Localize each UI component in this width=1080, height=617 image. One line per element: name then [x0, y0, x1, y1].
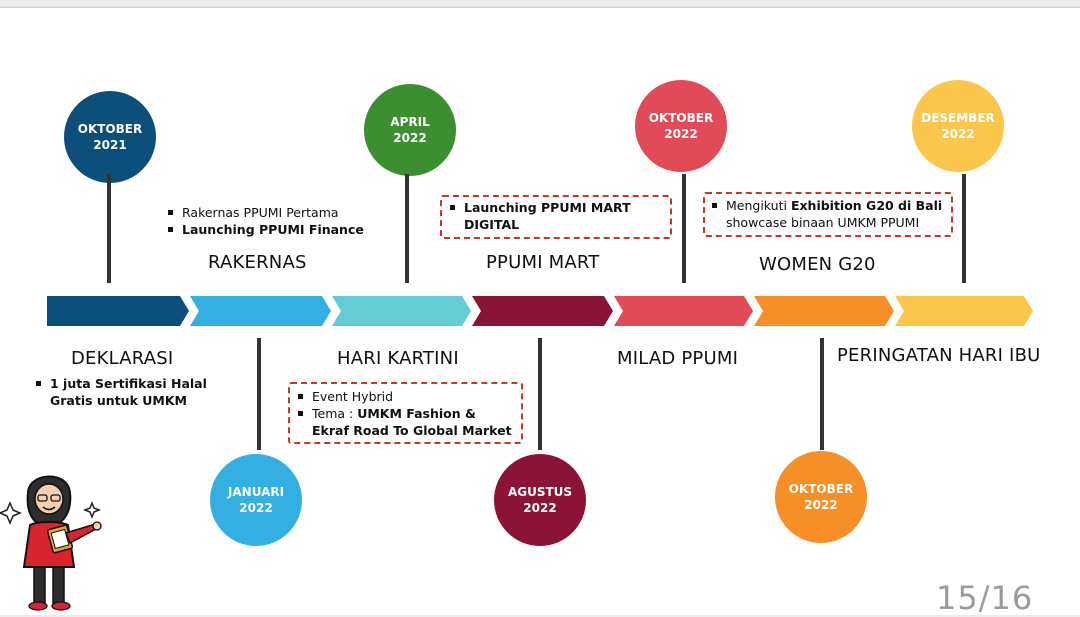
timeline-segment-3 — [332, 296, 471, 326]
date-month: JANUARI — [227, 485, 285, 499]
connector-line — [962, 174, 966, 283]
connector-line — [257, 338, 261, 450]
date-circle-desember-2022: DESEMBER 2022 — [912, 80, 1004, 172]
timeline-segment-1 — [47, 296, 189, 326]
milestone-title-milad-ppumi: MILAD PPUMI — [617, 348, 739, 369]
ppumi-mart-dashed-box — [440, 195, 672, 239]
timeline-segment-6 — [754, 296, 894, 326]
milestone-title-women-g20: WOMEN G20 — [759, 254, 876, 275]
connector-line — [107, 174, 111, 283]
timeline-segment-5 — [614, 296, 753, 326]
hari-kartini-bullets: Event Hybrid Tema : UMKM Fashion & Ekraf… — [296, 388, 516, 439]
date-circle-agustus-2022: AGUSTUS 2022 — [494, 454, 586, 546]
date-year: 2022 — [664, 127, 698, 141]
milestone-title-hari-kartini: HARI KARTINI — [337, 348, 459, 369]
date-circle-januari-2022: JANUARI 2022 — [210, 454, 302, 546]
bullet-item: Launching PPUMI MART DIGITAL — [448, 199, 648, 233]
bullet-item: Rakernas PPUMI Pertama — [166, 204, 386, 221]
date-circle-oktober-2022-milad: OKTOBER 2022 — [635, 80, 727, 172]
timeline-segment-4 — [472, 296, 613, 326]
bullet-item: Tema : UMKM Fashion & Ekraf Road To Glob… — [296, 405, 516, 439]
g20-dashed-box — [703, 192, 953, 237]
timeline-segment-7 — [895, 296, 1033, 326]
date-year: 2022 — [804, 498, 838, 512]
hari-kartini-dashed-box — [288, 382, 523, 444]
milestone-title-peringatan-hari-ibu: PERINGATAN HARI IBU — [837, 345, 1041, 366]
milestone-title-ppumi-mart: PPUMI MART — [486, 252, 600, 273]
date-circle-oktober-2021: OKTOBER 2021 — [64, 91, 156, 183]
date-month: OKTOBER — [648, 111, 714, 125]
date-circle-april-2022: APRIL 2022 — [364, 84, 456, 176]
ppumi-mart-bullets: Launching PPUMI MART DIGITAL — [448, 199, 648, 233]
rakernas-bullets: Rakernas PPUMI Pertama Launching PPUMI F… — [166, 204, 386, 238]
date-circle-oktober-2022-g20: OKTOBER 2022 — [775, 451, 867, 543]
connector-line — [820, 338, 824, 450]
connector-line — [682, 174, 686, 283]
date-month: AGUSTUS — [507, 485, 573, 499]
milestone-title-deklarasi: DEKLARASI — [71, 348, 174, 369]
page-number: 15/16 — [936, 579, 1034, 617]
date-year: 2022 — [941, 127, 975, 141]
milestone-title-rakernas: RAKERNAS — [208, 252, 307, 273]
date-month: APRIL — [390, 115, 430, 129]
bullet-item: Event Hybrid — [296, 388, 516, 405]
timeline-bar — [47, 296, 1033, 326]
date-month: DESEMBER — [921, 111, 995, 125]
deklarasi-bullets: 1 juta Sertifikasi Halal Gratis untuk UM… — [34, 375, 214, 409]
connector-line — [405, 174, 409, 283]
hijab-woman-mascot-illustration — [0, 475, 102, 611]
connector-line — [538, 338, 542, 450]
date-year: 2022 — [239, 501, 273, 515]
bullet-item: 1 juta Sertifikasi Halal Gratis untuk UM… — [34, 375, 214, 409]
presentation-slide: OKTOBER 2021 APRIL 2022 OKTOBER 2022 DES… — [0, 8, 1080, 617]
date-year: 2022 — [393, 131, 427, 145]
date-year: 2021 — [93, 138, 127, 152]
bullet-item: Launching PPUMI Finance — [166, 221, 386, 238]
date-month: OKTOBER — [788, 482, 854, 496]
timeline-segment-2 — [190, 296, 331, 326]
date-month: OKTOBER — [77, 122, 143, 136]
date-year: 2022 — [523, 501, 557, 515]
